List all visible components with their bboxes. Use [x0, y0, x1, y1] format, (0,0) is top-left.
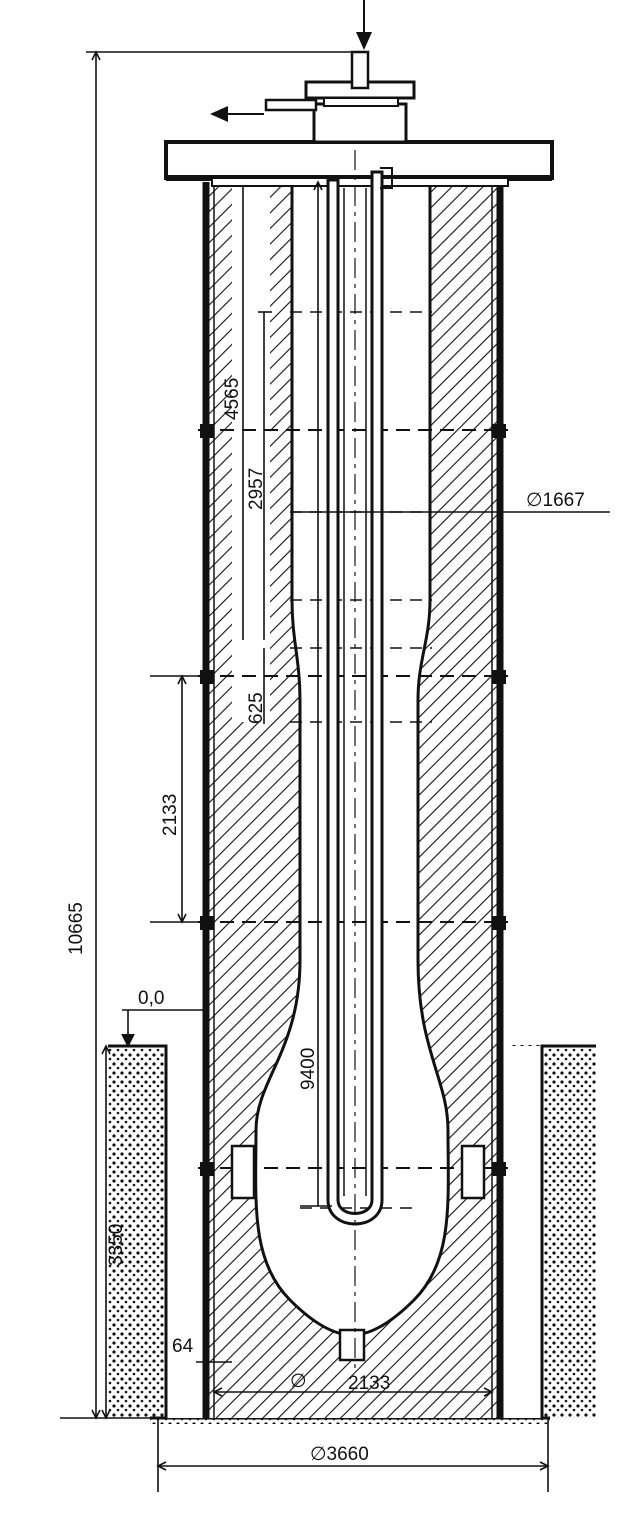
bottom-nozzle: [338, 1328, 366, 1362]
cover-neck: [312, 102, 408, 144]
right-port: [460, 1144, 486, 1200]
furnace-lining: [198, 180, 508, 1418]
pit-depth-label: 3350: [106, 1224, 127, 1266]
top-nozzle: [350, 50, 370, 90]
dimension-labels: 10665 4565 2957 625 2133 9400 0,0 3350 6…: [66, 378, 585, 1465]
top-cover: [164, 0, 554, 187]
wall-gap-label: 64: [172, 1336, 194, 1357]
outer-diameter-label: ∅3660: [310, 1444, 369, 1465]
left-port: [230, 1144, 256, 1200]
ground-level-label: 0,0: [138, 988, 164, 1009]
inner-diameter-label: 2133: [348, 1373, 390, 1394]
bore-diameter-label: ∅1667: [526, 490, 585, 511]
inner-diameter-symbol: ∅: [290, 1371, 307, 1392]
ground-pit: [108, 1044, 596, 1424]
segment-joints: [198, 424, 508, 1176]
short-gap-label: 625: [246, 692, 267, 724]
overall-height-label: 10665: [66, 902, 87, 955]
segment-height-label: 2133: [160, 794, 181, 836]
upper-depth-label: 4565: [222, 378, 243, 420]
cover-plate: [164, 140, 554, 180]
inner-depth-label: 2957: [246, 468, 267, 510]
dimension-lines: [60, 50, 610, 1492]
central-pipe: [326, 150, 393, 1370]
side-outlet: [264, 98, 318, 112]
pipe-length-label: 9400: [298, 1048, 319, 1090]
